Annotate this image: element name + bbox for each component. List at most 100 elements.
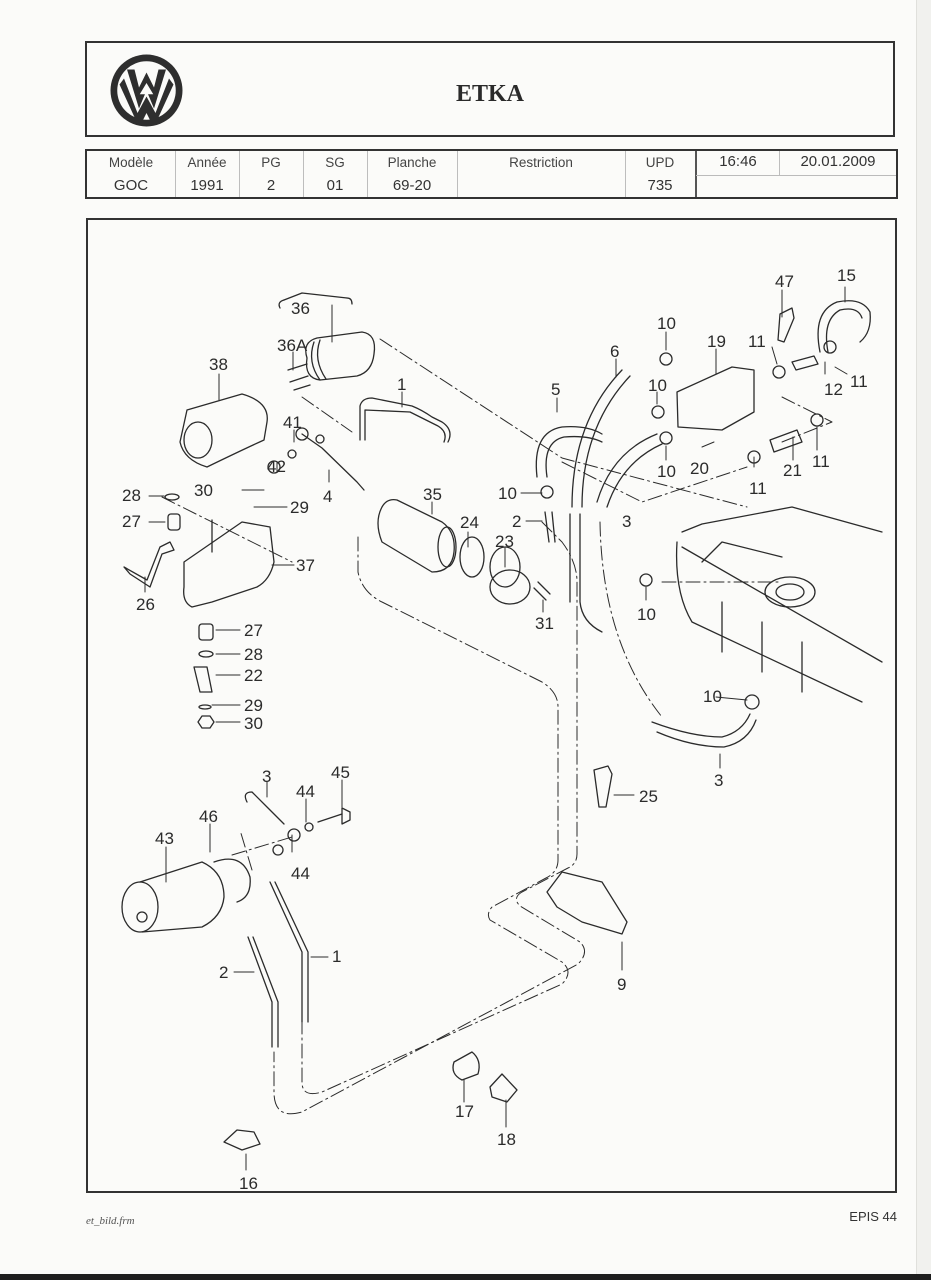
model-value: GOC — [113, 177, 149, 194]
part-45-bolt — [317, 813, 343, 823]
callout-10d: 10 — [657, 462, 676, 481]
callout-18: 18 — [497, 1130, 516, 1149]
callout-22: 23 — [495, 532, 514, 551]
callout-25: 22 — [244, 666, 263, 685]
callout-10c: 10 — [648, 376, 667, 395]
divider — [457, 151, 458, 197]
part-16-clip — [223, 1129, 261, 1151]
info-col-restriction: Restriction — [457, 151, 625, 197]
divider — [695, 151, 697, 197]
stamp-divider — [696, 175, 896, 176]
divider — [367, 151, 368, 197]
app-title: ETKA — [455, 81, 524, 107]
callout-2-bottom: 2 — [219, 963, 228, 982]
planche-label: Planche — [387, 155, 437, 170]
callout-23: 24 — [460, 513, 479, 532]
callout-28-bottom: 28 — [244, 645, 263, 664]
vent-hoses — [535, 369, 757, 748]
part-38-insulator — [179, 393, 268, 468]
callout-36: 36 — [291, 299, 310, 318]
part-31-bolt — [533, 581, 551, 601]
callout-10e: 10 — [637, 605, 656, 624]
leader-lines — [144, 286, 848, 1171]
part-2-line-bottom — [247, 936, 279, 1048]
part-24-clip — [593, 765, 613, 808]
vw-logo-icon — [110, 54, 183, 127]
part-12-hose — [791, 355, 819, 371]
header-banner: ETKA — [85, 41, 895, 137]
callout-42: 42 — [267, 457, 286, 476]
time-stamp: 16:46 — [719, 153, 757, 170]
part-17-grommet — [452, 1051, 480, 1081]
callout-43: 43 — [155, 829, 174, 848]
part-1-fuel-line-top — [359, 397, 451, 443]
part-18-clip — [489, 1073, 518, 1103]
part-3-line — [244, 791, 285, 825]
sg-value: 01 — [326, 177, 344, 194]
restriction-label: Restriction — [509, 155, 573, 170]
year-value: 1991 — [190, 177, 224, 194]
footer-page-id: EPIS 44 — [849, 1209, 897, 1224]
sg-label: SG — [325, 155, 345, 170]
callout-10b: 10 — [657, 314, 676, 333]
callout-29-top: 29 — [290, 498, 309, 517]
callout-11d: 11 — [812, 452, 830, 471]
callout-46: 46 — [199, 807, 218, 826]
info-col-planche: Planche 69-20 — [367, 151, 457, 197]
callout-labels: 36 36A 38 1 41 42 4 35 24 23 31 10 2 5 6… — [122, 266, 868, 1191]
callout-7-bottom: 3 — [714, 771, 723, 790]
part-4-line — [301, 433, 365, 491]
callout-47: 47 — [775, 272, 794, 291]
info-col-sg: SG 01 — [303, 151, 367, 197]
model-label: Modèle — [108, 155, 154, 170]
info-col-year: Année 1991 — [175, 151, 239, 197]
callout-26: 26 — [136, 595, 155, 614]
year-label: Année — [187, 155, 227, 170]
callout-30-top: 30 — [194, 481, 213, 500]
info-table: Modèle GOC Année 1991 PG 2 SG 01 Planche… — [85, 149, 898, 199]
callout-9: 9 — [617, 975, 626, 994]
upd-label: UPD — [645, 155, 675, 170]
scan-edge — [0, 1274, 931, 1280]
callout-11b: 11 — [850, 372, 868, 391]
part-35-accumulator — [377, 499, 521, 588]
callout-15: 15 — [837, 266, 856, 285]
part-22-clamp — [489, 569, 531, 605]
divider — [303, 151, 304, 197]
callout-10a: 10 — [498, 484, 517, 503]
exploded-view-drawing: 36 36A 38 1 41 42 4 35 24 23 31 10 2 5 6… — [121, 266, 883, 1191]
callout-36a: 36A — [277, 336, 308, 355]
callout-30-bottom: 30 — [244, 714, 263, 733]
fuel-tank — [675, 506, 883, 703]
part-47-bracket — [777, 307, 795, 343]
callout-1-top: 1 — [397, 375, 406, 394]
callout-16: 16 — [239, 1174, 258, 1191]
callout-44-top: 44 — [296, 782, 315, 801]
guide-lines — [161, 338, 833, 1115]
callout-5: 5 — [551, 380, 560, 399]
callout-1-bottom: 1 — [332, 947, 341, 966]
callout-20: 20 — [690, 459, 709, 478]
callout-7-top: 3 — [622, 512, 631, 531]
pg-label: PG — [261, 155, 281, 170]
callout-2-top: 2 — [512, 512, 521, 531]
date-stamp: 20.01.2009 — [800, 153, 876, 170]
info-col-pg: PG 2 — [239, 151, 303, 197]
callout-29-bottom: 29 — [244, 696, 263, 715]
divider — [779, 151, 780, 175]
part-36-fuel-pump — [278, 292, 376, 391]
callout-27-top: 27 — [122, 512, 141, 531]
callout-41: 41 — [283, 413, 302, 432]
divider — [175, 151, 176, 197]
hose-clamps — [540, 340, 837, 710]
planche-value: 69-20 — [392, 177, 432, 194]
callout-3: 3 — [262, 767, 271, 786]
part-2-pipe-stub — [544, 511, 550, 543]
part-19-canister — [676, 366, 755, 431]
callout-44-bottom: 44 — [291, 864, 310, 883]
part-9-bracket — [546, 871, 628, 935]
info-col-model: Modèle GOC — [87, 151, 175, 197]
callout-11a: 11 — [748, 332, 766, 351]
part-43-filter — [121, 858, 251, 933]
callout-17: 17 — [455, 1102, 474, 1121]
